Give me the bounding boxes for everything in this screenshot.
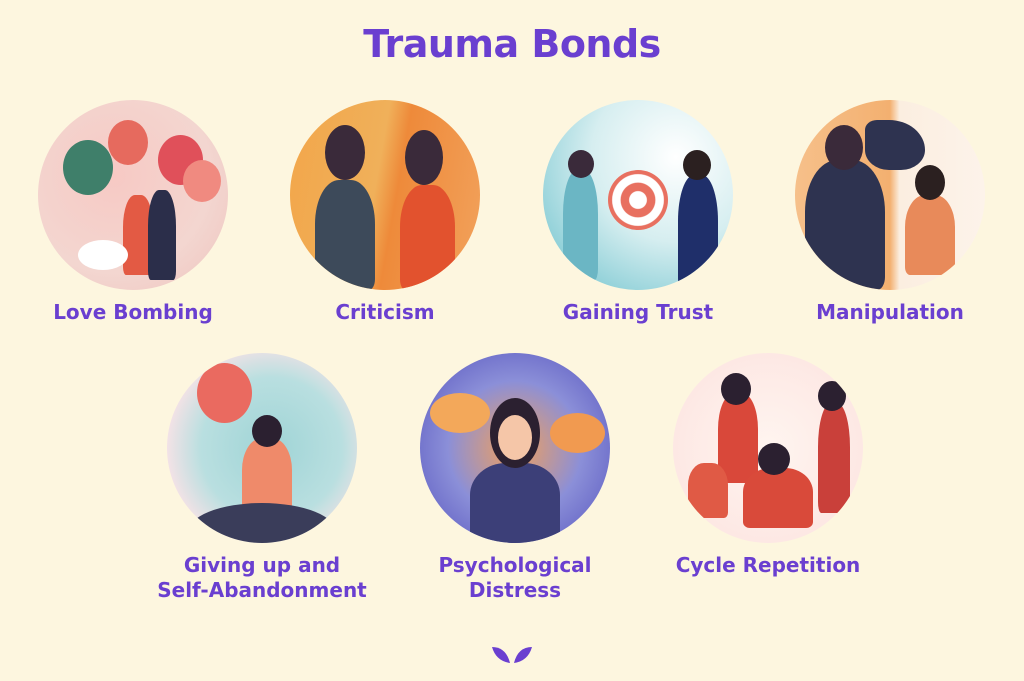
stage-label: Cycle Repetition: [675, 553, 861, 577]
cycle-repetition-illustration: [673, 353, 863, 543]
stage-criticism: Criticism: [265, 100, 505, 325]
stage-label: Giving up and Self-Abandonment: [142, 553, 382, 603]
giving-up-illustration: [167, 353, 357, 543]
stage-label: Love Bombing: [53, 300, 213, 324]
stage-psychological-distress: Psychological Distress: [395, 353, 635, 603]
manipulation-illustration: [795, 100, 985, 290]
gaining-trust-illustration: [543, 100, 733, 290]
stage-label: Gaining Trust: [562, 300, 714, 324]
stage-love-bombing: Love Bombing: [13, 100, 253, 325]
label-line-1: Psychological: [438, 553, 592, 577]
stage-giving-up: Giving up and Self-Abandonment: [142, 353, 382, 603]
stage-label: Psychological Distress: [395, 553, 635, 603]
label-line-2: Self-Abandonment: [157, 578, 367, 602]
label-line-1: Giving up and: [183, 553, 341, 577]
brand-logo-icon: [492, 647, 532, 663]
criticism-illustration: [290, 100, 480, 290]
stage-label: Criticism: [335, 300, 435, 324]
stage-gaining-trust: Gaining Trust: [518, 100, 758, 325]
psychological-distress-illustration: [420, 353, 610, 543]
label-line-2: Distress: [468, 578, 562, 602]
love-bombing-illustration: [38, 100, 228, 290]
stage-manipulation: Manipulation: [770, 100, 1010, 325]
page-title: Trauma Bonds: [363, 22, 661, 66]
stage-cycle-repetition: Cycle Repetition: [648, 353, 888, 578]
stage-label: Manipulation: [816, 300, 964, 324]
